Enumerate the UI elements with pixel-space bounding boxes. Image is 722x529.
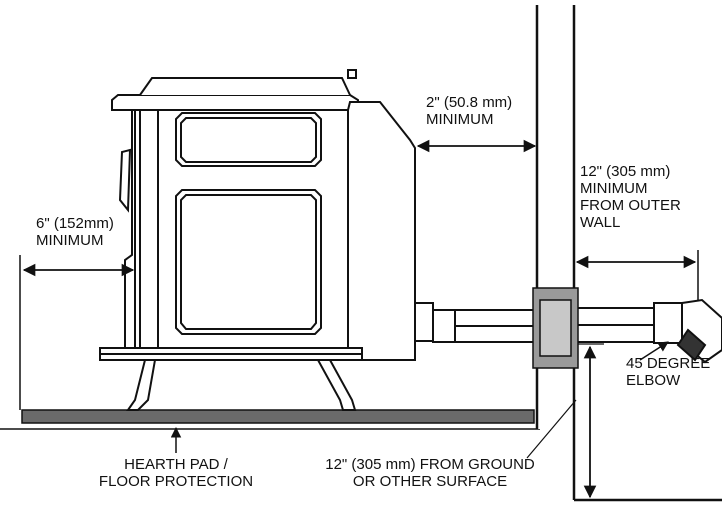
elbow-label: 45 DEGREE ELBOW xyxy=(626,355,710,389)
ground-clearance-label: 12" (305 mm) FROM GROUND OR OTHER SURFAC… xyxy=(300,456,560,490)
hearth-line1: HEARTH PAD / xyxy=(124,456,228,473)
elbow-line1: 45 DEGREE xyxy=(626,355,711,372)
wood-stove xyxy=(99,69,416,411)
rear-clearance-line2: MINIMUM xyxy=(36,232,104,249)
hearth-pad xyxy=(21,409,535,424)
ground-clearance-line1: 12" (305 mm) FROM GROUND xyxy=(325,456,535,473)
rear-clearance-label: 6" (152mm) MINIMUM xyxy=(36,215,114,249)
elbow-line2: ELBOW xyxy=(626,372,681,389)
outer-wall-line4: WALL xyxy=(580,214,621,231)
outer-wall-line1: 12" (305 mm) xyxy=(580,163,671,180)
wall xyxy=(535,5,722,502)
hearth-label: HEARTH PAD / FLOOR PROTECTION xyxy=(88,456,264,490)
outer-wall-clearance-label: 12" (305 mm) MINIMUM FROM OUTER WALL xyxy=(580,163,681,231)
outer-wall-line2: MINIMUM xyxy=(580,180,648,197)
vent-pipe xyxy=(414,302,683,344)
ground-leader xyxy=(526,399,577,459)
wall-thimble xyxy=(532,287,579,369)
side-clearance-label: 2" (50.8 mm) MINIMUM xyxy=(426,94,512,128)
hearth-line2: FLOOR PROTECTION xyxy=(98,473,254,490)
rear-clearance-line1: 6" (152mm) xyxy=(36,215,114,232)
side-clearance-line1: 2" (50.8 mm) xyxy=(426,94,513,111)
elbow-fitting xyxy=(676,298,722,364)
ground-clearance-line2: OR OTHER SURFACE xyxy=(352,473,508,490)
side-clearance-line2: MINIMUM xyxy=(426,111,494,128)
outer-wall-line3: FROM OUTER xyxy=(580,197,681,214)
elbow-leader xyxy=(639,341,669,361)
